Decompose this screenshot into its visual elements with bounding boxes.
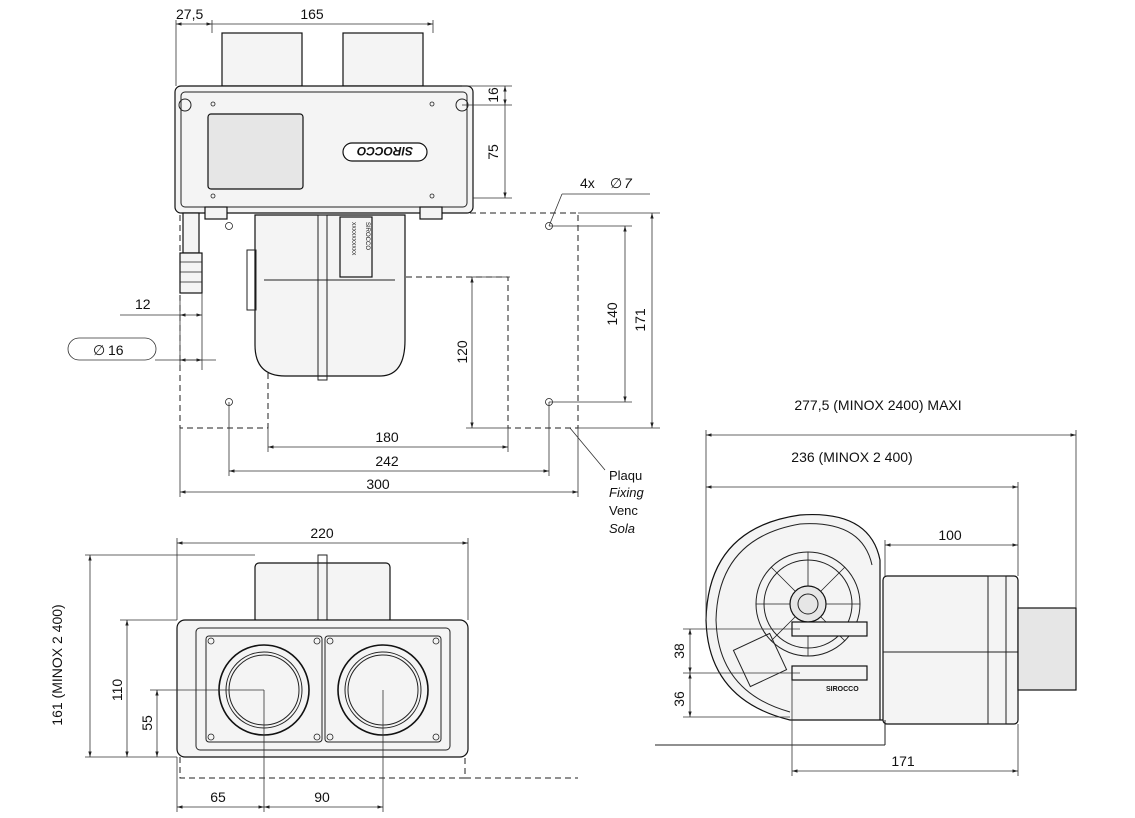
dim-36: 36 <box>671 691 687 707</box>
dim-242: 242 <box>375 453 399 469</box>
dim-90: 90 <box>314 789 330 805</box>
dim-110: 110 <box>109 679 125 702</box>
connector-lower <box>791 665 868 681</box>
blower-top <box>254 562 391 624</box>
dim-171-side: 171 <box>891 753 915 769</box>
brand-logo: SIROCCO <box>342 142 428 162</box>
brand-logo-text: SIROCCO <box>356 144 413 158</box>
dim-27-5: 27,5 <box>176 6 203 22</box>
top-view: SIROCCO SIROCCO XXXXXXXXXX 27,5 165 <box>67 6 660 536</box>
dim-phi16-callout <box>67 337 157 361</box>
plate-note-line-4: Sola <box>609 521 635 536</box>
dim-120: 120 <box>454 340 470 364</box>
dim-38: 38 <box>671 643 687 659</box>
dim-140: 140 <box>604 302 620 326</box>
side-bracket <box>246 249 257 311</box>
outlet-duct-left <box>221 32 303 87</box>
holes-count: 4x <box>580 175 595 191</box>
holes-diameter: 7 <box>624 175 633 191</box>
front-view: 220 161 (MINOX 2 400) 110 55 65 90 <box>49 525 578 812</box>
dim-12: 12 <box>135 296 151 312</box>
dim-161: 161 (MINOX 2 400) <box>49 604 65 725</box>
display-window <box>207 113 304 190</box>
diameter-symbol: ∅ <box>93 342 105 358</box>
side-view: SIROCCO 277,5 (MINOX 2400) MAXI 236 (MIN… <box>655 397 1077 776</box>
dim-16: 16 <box>485 87 501 103</box>
dim-phi16: 16 <box>108 342 124 358</box>
dim-220: 220 <box>310 525 334 541</box>
plate-note-line-1: Plaqu <box>609 468 642 483</box>
dim-55: 55 <box>139 715 155 731</box>
dim-180: 180 <box>375 429 399 445</box>
plate-note-line-2: Fixing <box>609 485 644 500</box>
screw-icon <box>178 98 192 112</box>
dim-100: 100 <box>938 527 962 543</box>
connector-upper <box>791 621 868 637</box>
dim-236: 236 (MINOX 2 400) <box>791 449 912 465</box>
dim-300: 300 <box>366 476 390 492</box>
dim-165: 165 <box>300 6 324 22</box>
brand-logo-small: SIROCCO <box>826 686 859 693</box>
sticker-label: SIROCCO <box>364 222 370 250</box>
dim-171: 171 <box>632 308 648 332</box>
foot <box>204 206 228 220</box>
motor-body <box>882 575 1019 725</box>
dim-65: 65 <box>210 789 226 805</box>
dim-277-5: 277,5 (MINOX 2400) MAXI <box>794 397 961 413</box>
foot <box>419 206 443 220</box>
cable-gland <box>179 212 203 294</box>
sticker-code: XXXXXXXXXX <box>350 222 356 256</box>
strap <box>317 214 328 381</box>
sticker <box>339 216 373 278</box>
plate-note-line-3: Venc <box>609 503 638 518</box>
diameter-symbol: ∅ <box>610 175 622 191</box>
outlet-duct-right <box>342 32 424 87</box>
air-inlet <box>1017 607 1077 691</box>
dim-75: 75 <box>485 144 501 160</box>
blower-housing <box>254 214 406 377</box>
